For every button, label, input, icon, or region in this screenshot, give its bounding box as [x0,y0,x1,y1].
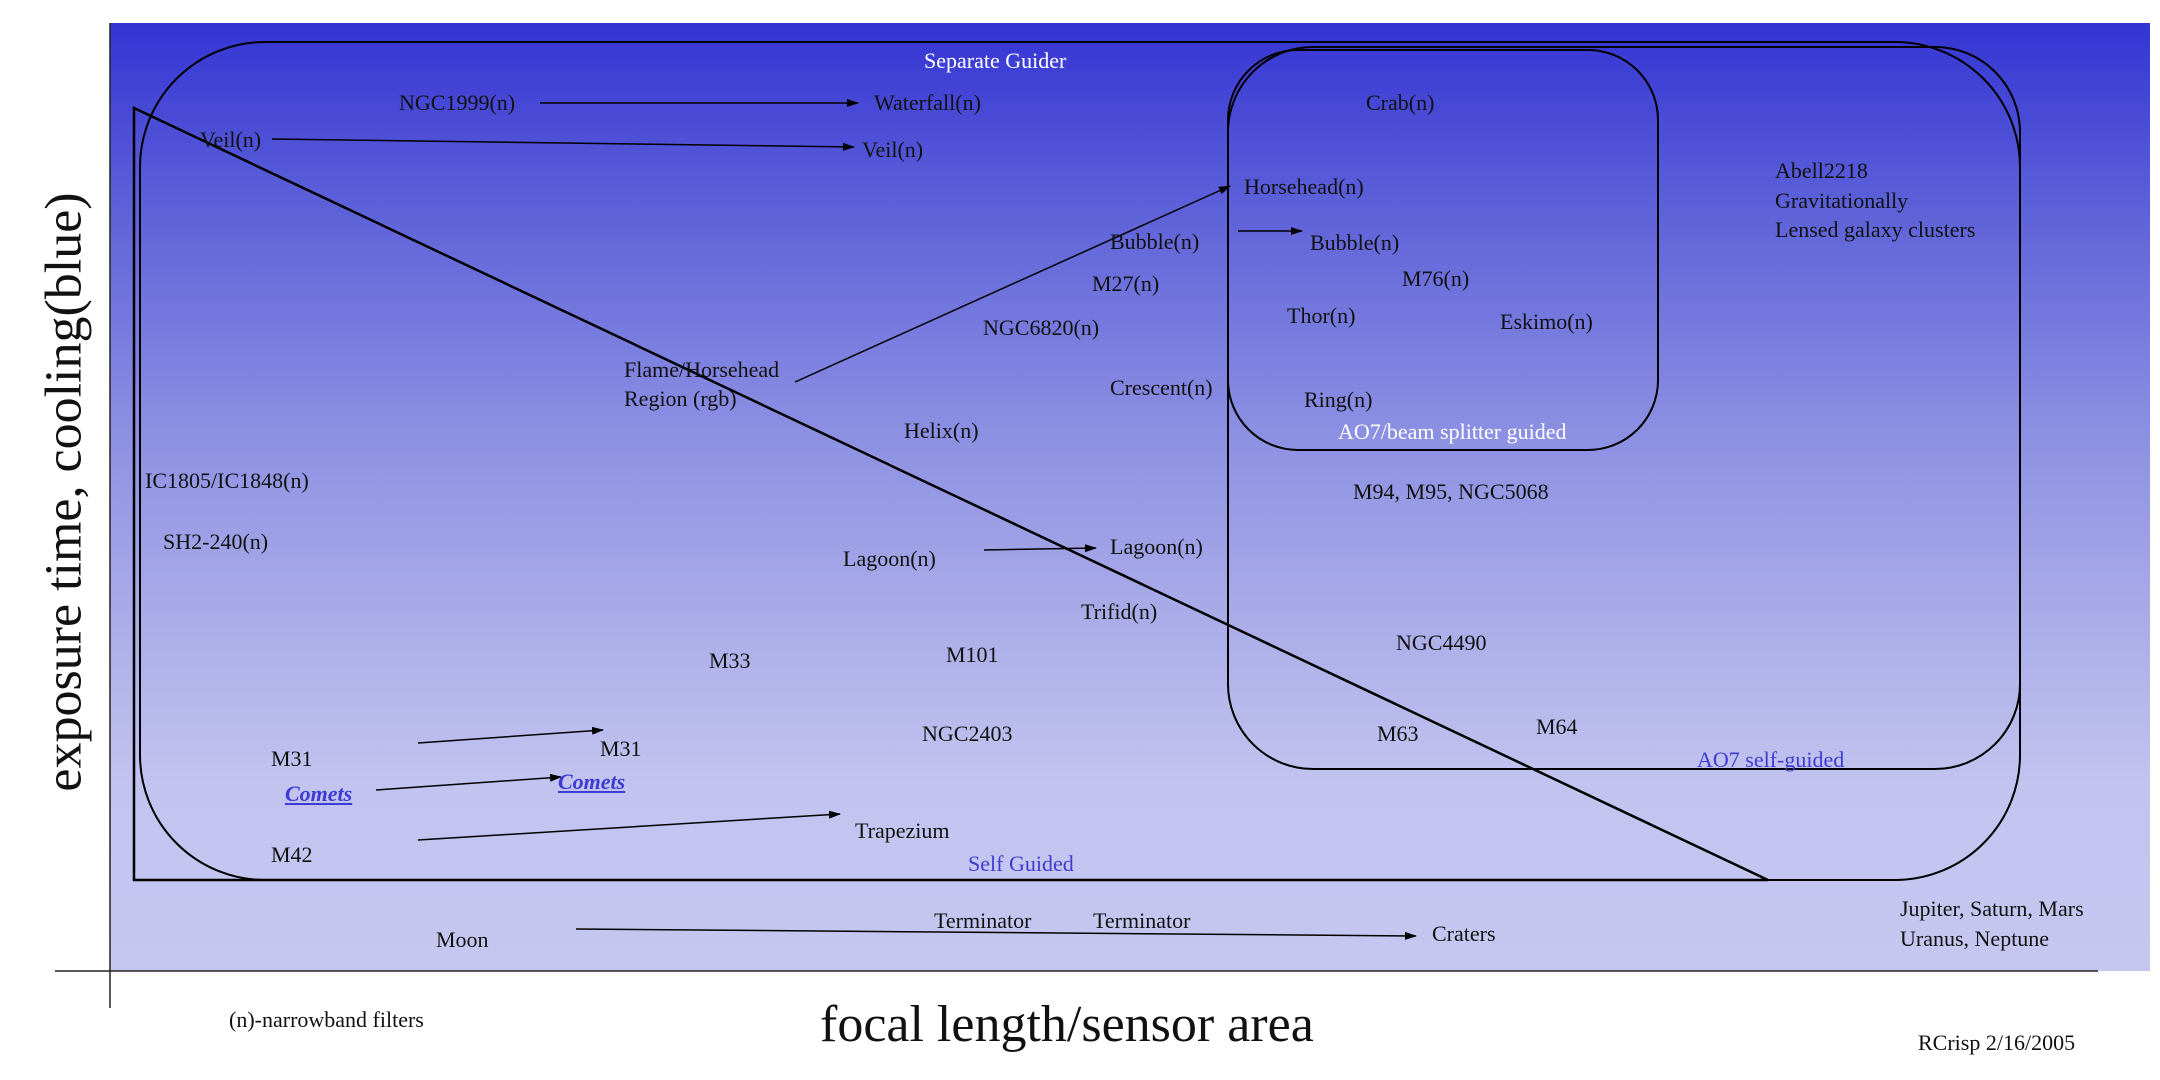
target-m27: M27(n) [1092,271,1160,296]
target-ring: Ring(n) [1304,387,1373,412]
target-veil-right: Veil(n) [862,137,924,162]
ao7-self-guided-region [1227,46,2021,770]
target-eskimo: Eskimo(n) [1500,309,1593,334]
target-terminator-1: Terminator [934,908,1032,933]
target-abell2218: Abell2218 [1775,158,1868,183]
arrow-lagoon [983,544,1097,553]
target-moon: Moon [436,927,489,952]
y-axis-label: exposure time, cooling(blue) [35,192,93,792]
target-crab: Crab(n) [1366,90,1435,115]
note-narrowband: (n)-narrowband filters [229,1007,424,1032]
target-waterfall: Waterfall(n) [874,90,981,115]
target-planets-1: Jupiter, Saturn, Mars [1900,896,2084,921]
target-bubble-right: Bubble(n) [1310,230,1400,255]
target-helix: Helix(n) [904,418,979,443]
target-veil-left: Veil(n) [200,127,262,152]
arrow-comets [375,773,562,791]
target-lagoon-left: Lagoon(n) [843,546,936,571]
target-lagoon-right: Lagoon(n) [1110,534,1203,559]
ao7-beam-splitter-region [1227,49,1659,451]
note-credit: RCrisp 2/16/2005 [1918,1030,2076,1055]
arrow-m42-trapezium [417,810,841,841]
target-abell-lensed: Lensed galaxy clusters [1775,217,1976,242]
region-label-ao7-beam-splitter: AO7/beam splitter guided [1338,419,1567,444]
target-crescent: Crescent(n) [1110,375,1213,400]
target-m64: M64 [1536,714,1578,739]
diagram-background [110,23,2150,971]
target-m63: M63 [1377,721,1419,746]
arrow-moon-craters [575,928,1417,940]
target-thor: Thor(n) [1287,303,1356,328]
target-craters: Craters [1432,921,1496,946]
target-horsehead: Horsehead(n) [1244,174,1364,199]
target-m76: M76(n) [1402,266,1470,291]
x-axis-label: focal length/sensor area [820,996,1314,1053]
target-m42: M42 [271,842,313,867]
target-ngc4490: NGC4490 [1396,630,1487,655]
target-trapezium: Trapezium [855,818,950,843]
target-comets-right[interactable]: Comets [558,769,626,794]
target-m31-right: M31 [600,736,642,761]
region-label-ao7-self-guided: AO7 self-guided [1697,747,1845,772]
arrow-m31 [417,726,604,744]
target-bubble-left: Bubble(n) [1110,229,1200,254]
target-flame-region: Region (rgb) [624,386,737,411]
target-m101: M101 [946,642,999,667]
target-ngc1999: NGC1999(n) [399,90,516,115]
target-m31-left: M31 [271,746,313,771]
target-ngc6820: NGC6820(n) [983,315,1100,340]
target-planets-2: Uranus, Neptune [1900,926,2050,951]
target-ngc2403: NGC2403 [922,721,1013,746]
target-comets-left[interactable]: Comets [285,781,353,806]
target-sh2-240: SH2-240(n) [163,529,269,554]
arrow-veil [271,138,855,151]
target-abell-gravitationally: Gravitationally [1775,188,1909,213]
region-label-separate-guider: Separate Guider [924,48,1067,73]
target-ic1805: IC1805/IC1848(n) [145,468,309,493]
region-label-self-guided: Self Guided [968,851,1074,876]
arrow-flame-horsehead [794,185,1231,383]
target-m33: M33 [709,648,751,673]
target-flame-horsehead: Flame/Horsehead [624,357,780,382]
target-trifid: Trifid(n) [1081,599,1158,624]
self-guided-region [132,106,1769,882]
target-terminator-2: Terminator [1093,908,1191,933]
target-m94-m95-ngc5068: M94, M95, NGC5068 [1353,479,1549,504]
